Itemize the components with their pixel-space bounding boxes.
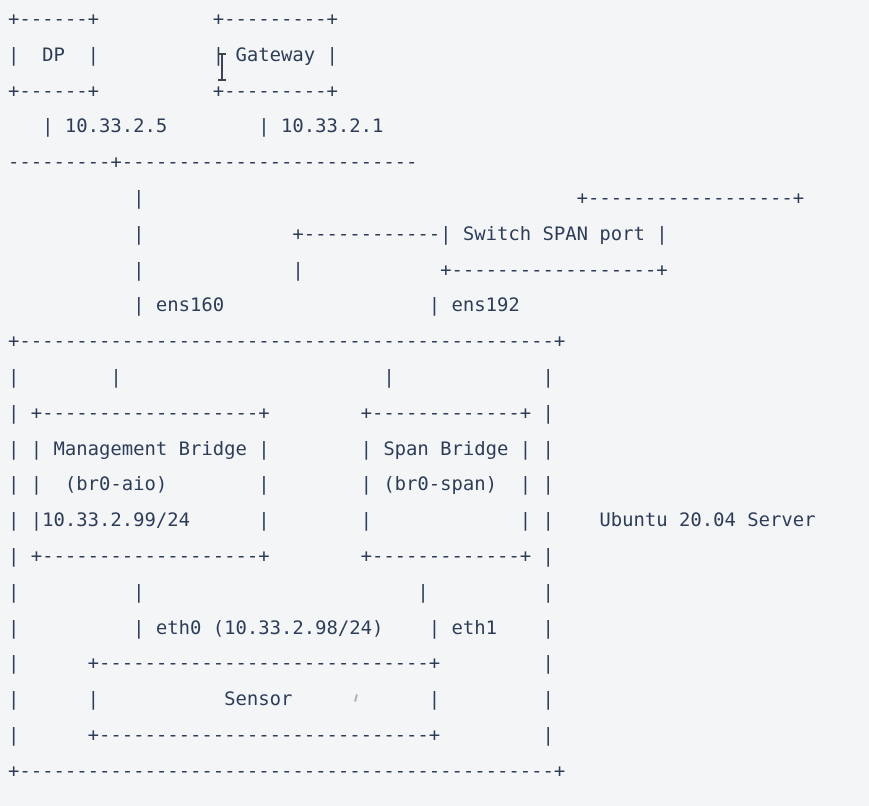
text-cursor-ibeam-icon bbox=[218, 53, 226, 81]
ascii-network-diagram: +------+ +---------+ | DP | | Gateway | … bbox=[8, 8, 816, 782]
